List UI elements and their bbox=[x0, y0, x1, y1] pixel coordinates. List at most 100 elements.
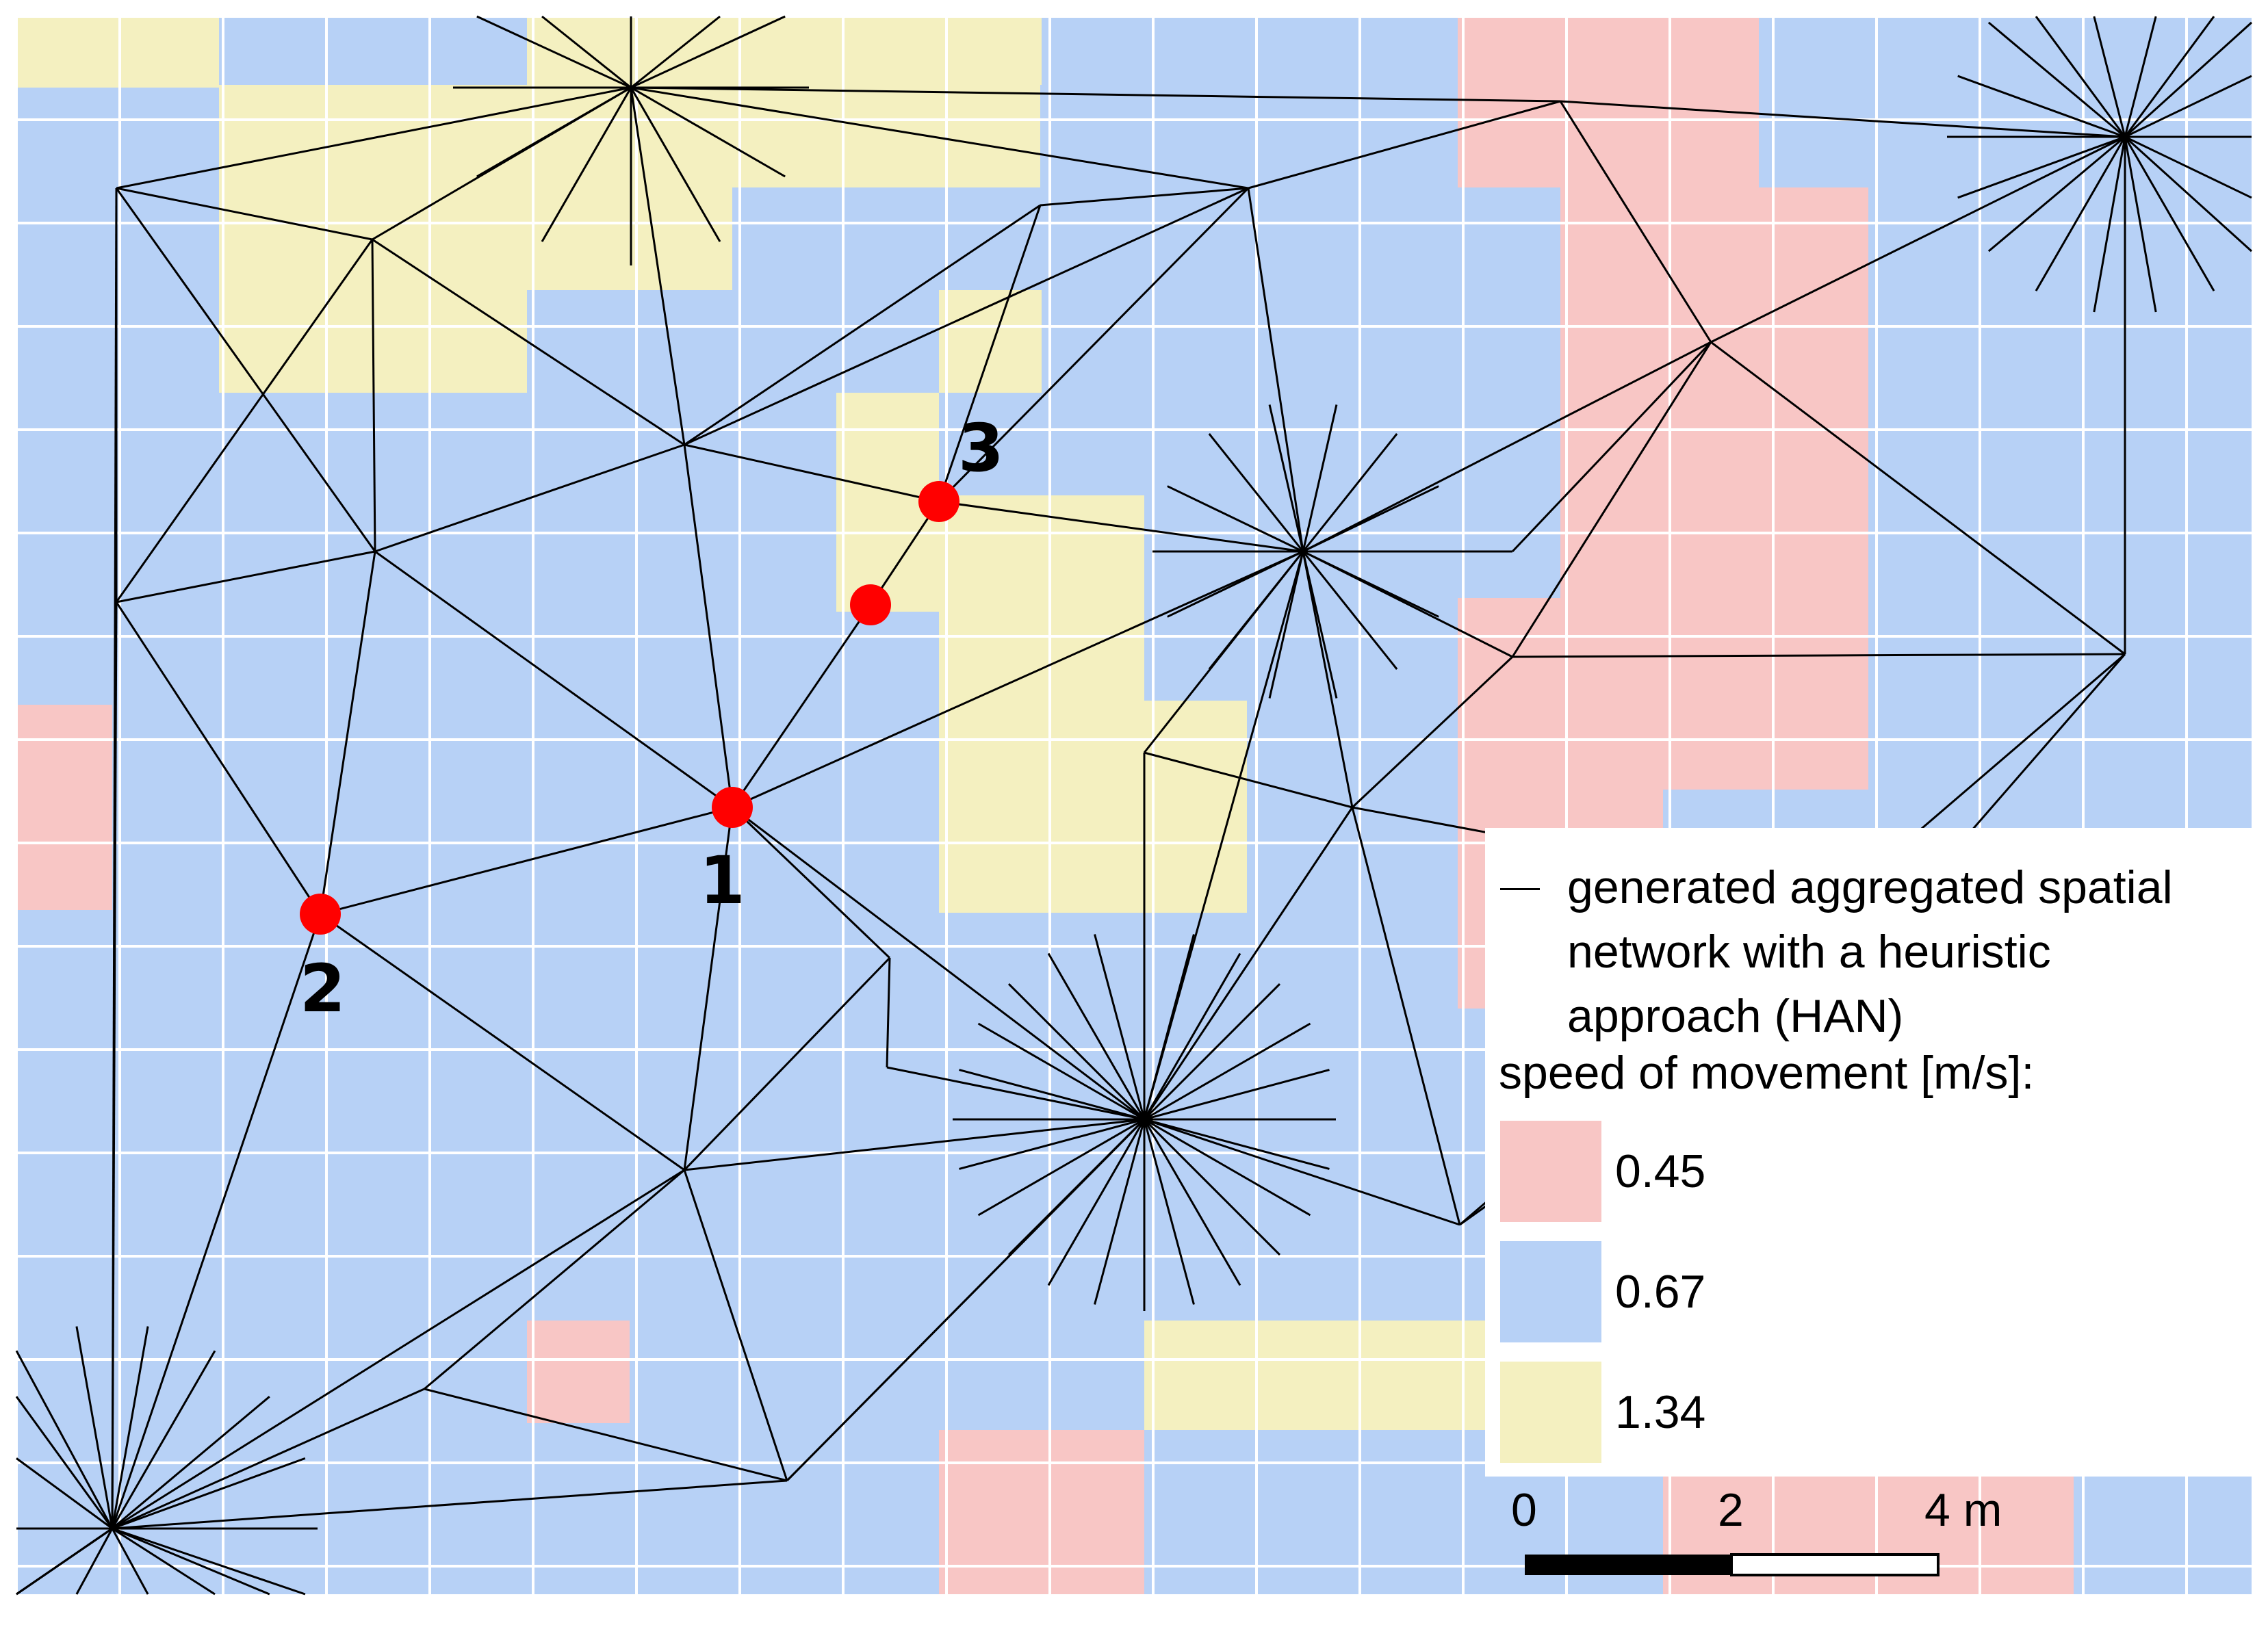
network-edge bbox=[869, 501, 940, 606]
point-3-label: 3 bbox=[958, 410, 1004, 486]
network-edge bbox=[684, 204, 1041, 446]
network-edge bbox=[112, 1527, 270, 1596]
network-edge bbox=[1302, 341, 1712, 553]
network-edge bbox=[75, 1326, 114, 1529]
network-legend-label: generated aggregated spatial network wit… bbox=[1567, 861, 2173, 1042]
network-edge bbox=[732, 806, 1145, 1121]
scale-bar-white-segment bbox=[1730, 1553, 1940, 1576]
network-edge bbox=[2093, 16, 2126, 138]
point-2-label: 2 bbox=[300, 950, 346, 1027]
network-edge bbox=[116, 187, 373, 241]
network-edge bbox=[1144, 1069, 1330, 1121]
network-edge bbox=[16, 1457, 113, 1530]
point-2-marker[interactable] bbox=[300, 894, 341, 935]
network-edge bbox=[2035, 16, 2126, 138]
network-edge bbox=[630, 86, 1249, 190]
network-edge bbox=[320, 913, 685, 1171]
yellow-speed-area bbox=[16, 16, 219, 88]
network-edge bbox=[630, 15, 786, 89]
network-edge bbox=[2124, 75, 2252, 138]
network-edge bbox=[2124, 16, 2157, 138]
yellow-speed-area bbox=[836, 393, 939, 495]
network-edge bbox=[1208, 551, 1304, 670]
network-edge bbox=[886, 1066, 1145, 1121]
network-edge bbox=[1144, 1118, 1460, 1226]
speed-label-0.67: 0.67 bbox=[1615, 1266, 1706, 1318]
pink-speed-area bbox=[939, 1430, 1144, 1594]
network-edge bbox=[630, 87, 686, 445]
network-edge bbox=[112, 1396, 270, 1530]
network-edge bbox=[2093, 136, 2126, 313]
point-3-marker[interactable] bbox=[918, 481, 959, 522]
network-edge bbox=[115, 601, 322, 915]
network-edge bbox=[1144, 1118, 1330, 1170]
network-edge bbox=[683, 957, 891, 1171]
network-edge bbox=[886, 957, 891, 1068]
network-edge bbox=[977, 1118, 1145, 1217]
network-edge bbox=[1511, 341, 1712, 658]
network-edge bbox=[1143, 807, 1354, 1120]
legend: generated aggregated spatial network wit… bbox=[1485, 828, 2252, 1477]
network-edge bbox=[1560, 100, 2126, 138]
network-edge bbox=[1302, 433, 1398, 552]
network-edge bbox=[1710, 341, 2126, 655]
network-edge bbox=[372, 238, 685, 446]
network-edge bbox=[112, 1527, 306, 1596]
yellow-speed-area bbox=[939, 598, 1144, 701]
network-edge bbox=[1094, 1119, 1146, 1305]
network-edge bbox=[115, 239, 374, 603]
network-edge bbox=[15, 1350, 114, 1529]
network-edge bbox=[684, 187, 1249, 446]
network-edge bbox=[977, 1022, 1145, 1121]
network-edge bbox=[630, 86, 1561, 103]
han-network-edges bbox=[15, 15, 2253, 1596]
network-edge bbox=[111, 1326, 149, 1529]
point-unlabeled-marker[interactable] bbox=[850, 584, 891, 625]
network-edge bbox=[1268, 551, 1304, 699]
network-edge bbox=[1351, 655, 1514, 809]
scale-bar-tick-4: 4 m bbox=[1924, 1484, 2002, 1536]
network-edge bbox=[1710, 135, 2126, 343]
network-edge bbox=[1047, 952, 1146, 1120]
network-edge bbox=[1302, 550, 1439, 618]
network-edge bbox=[476, 15, 632, 89]
network-edge bbox=[1302, 551, 1354, 808]
speed-label-1.34: 1.34 bbox=[1615, 1386, 1706, 1438]
network-edge bbox=[1143, 1119, 1241, 1286]
scale-bar bbox=[1525, 1553, 1940, 1576]
speed-swatch-0.45 bbox=[1500, 1121, 1601, 1222]
yellow-speed-area bbox=[527, 16, 732, 85]
network-edge bbox=[938, 205, 1042, 502]
scale-bar-tick-0: 0 bbox=[1511, 1484, 1537, 1536]
speed-legend-heading: speed of movement [m/s]: bbox=[1499, 1047, 2035, 1099]
network-edge bbox=[684, 443, 940, 503]
network-edge bbox=[112, 1388, 425, 1530]
network-edge bbox=[1143, 1118, 1281, 1256]
network-edge bbox=[1987, 135, 2126, 252]
network-edge bbox=[320, 806, 733, 915]
network-edge bbox=[1007, 1118, 1146, 1256]
network-edge bbox=[116, 550, 376, 603]
network-edge bbox=[2124, 21, 2253, 138]
network-edge bbox=[630, 15, 721, 89]
yellow-speed-area bbox=[1144, 701, 1247, 913]
network-line-symbol bbox=[1500, 888, 1540, 890]
network-edge bbox=[1987, 21, 2126, 138]
network-edge bbox=[1302, 404, 1338, 552]
network-edge bbox=[112, 1527, 216, 1596]
network-edge bbox=[16, 1527, 113, 1596]
network-edge bbox=[75, 1528, 114, 1595]
network-edge bbox=[1143, 551, 1304, 1120]
network-edge bbox=[371, 239, 376, 552]
network-edge bbox=[424, 1169, 685, 1390]
network-edge bbox=[541, 15, 632, 89]
network-edge bbox=[1957, 135, 2126, 199]
speed-swatch-1.34 bbox=[1500, 1362, 1601, 1463]
network-edge bbox=[476, 86, 632, 178]
network-edge bbox=[732, 550, 1304, 809]
network-edge bbox=[2124, 136, 2157, 313]
speed-swatch-0.67 bbox=[1500, 1241, 1601, 1342]
network-edge bbox=[1167, 485, 1304, 553]
point-1-marker[interactable] bbox=[712, 787, 753, 828]
network-edge bbox=[2035, 136, 2126, 291]
